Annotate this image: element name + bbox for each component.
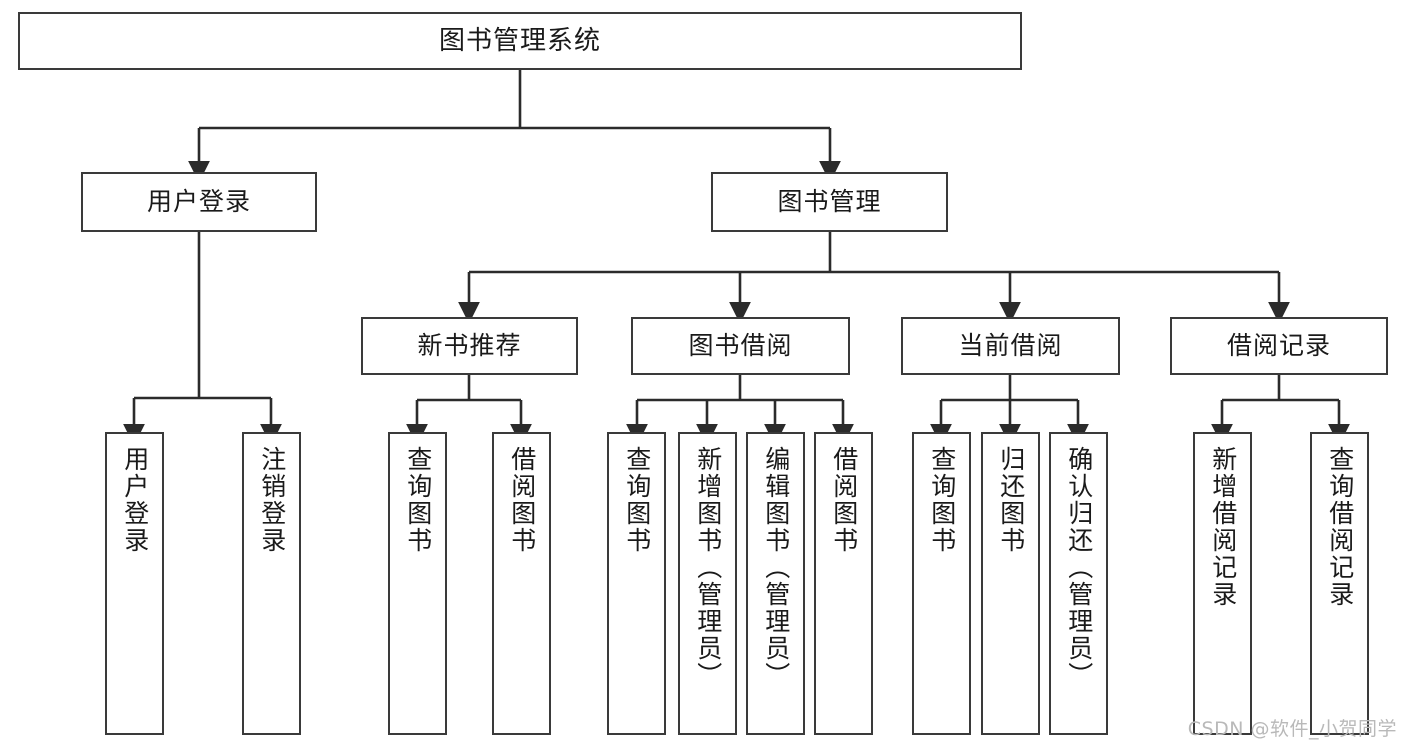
node-current-borrow-label: 当前借阅 (958, 331, 1063, 361)
leaf-confirm-return-label: 确认归还（管理员） (1064, 446, 1094, 689)
leaf-borrow-book-1-label: 借阅图书 (507, 446, 537, 554)
node-user-login-label: 用户登录 (146, 187, 251, 217)
leaf-add-record[interactable]: 新增借阅记录 (1193, 432, 1252, 735)
leaf-add-record-label: 新增借阅记录 (1208, 446, 1238, 608)
leaf-add-book[interactable]: 新增图书（管理员） (678, 432, 737, 735)
leaf-query-book-2-label: 查询图书 (622, 446, 652, 554)
leaf-borrow-book-2-label: 借阅图书 (829, 446, 859, 554)
node-book-borrow[interactable]: 图书借阅 (631, 317, 850, 375)
leaf-user-login-label: 用户登录 (120, 446, 150, 554)
leaf-logout-login[interactable]: 注销登录 (242, 432, 301, 735)
leaf-borrow-book-1[interactable]: 借阅图书 (492, 432, 551, 735)
node-book-manage[interactable]: 图书管理 (711, 172, 948, 232)
leaf-query-book-3[interactable]: 查询图书 (912, 432, 971, 735)
node-user-login[interactable]: 用户登录 (81, 172, 317, 232)
leaf-confirm-return[interactable]: 确认归还（管理员） (1049, 432, 1108, 735)
node-book-borrow-label: 图书借阅 (688, 331, 793, 361)
leaf-return-book[interactable]: 归还图书 (981, 432, 1040, 735)
node-root-label: 图书管理系统 (438, 25, 601, 56)
leaf-query-book-3-label: 查询图书 (927, 446, 957, 554)
node-borrow-record[interactable]: 借阅记录 (1170, 317, 1388, 375)
leaf-borrow-book-2[interactable]: 借阅图书 (814, 432, 873, 735)
leaf-query-book-1-label: 查询图书 (403, 446, 433, 554)
node-new-book-recommend-label: 新书推荐 (417, 331, 522, 361)
leaf-user-login[interactable]: 用户登录 (105, 432, 164, 735)
node-root-system[interactable]: 图书管理系统 (18, 12, 1022, 70)
leaf-logout-login-label: 注销登录 (257, 446, 287, 554)
node-current-borrow[interactable]: 当前借阅 (901, 317, 1120, 375)
node-new-book-recommend[interactable]: 新书推荐 (361, 317, 578, 375)
csdn-watermark: CSDN @软件_小贺同学 (1187, 718, 1397, 740)
leaf-query-record-label: 查询借阅记录 (1325, 446, 1355, 608)
leaf-add-book-label: 新增图书（管理员） (693, 446, 723, 689)
leaf-edit-book-label: 编辑图书（管理员） (761, 446, 791, 689)
leaf-query-book-1[interactable]: 查询图书 (388, 432, 447, 735)
leaf-edit-book[interactable]: 编辑图书（管理员） (746, 432, 805, 735)
leaf-return-book-label: 归还图书 (996, 446, 1026, 554)
node-borrow-record-label: 借阅记录 (1226, 331, 1331, 361)
leaf-query-book-2[interactable]: 查询图书 (607, 432, 666, 735)
node-book-manage-label: 图书管理 (777, 187, 882, 217)
leaf-query-record[interactable]: 查询借阅记录 (1310, 432, 1369, 735)
